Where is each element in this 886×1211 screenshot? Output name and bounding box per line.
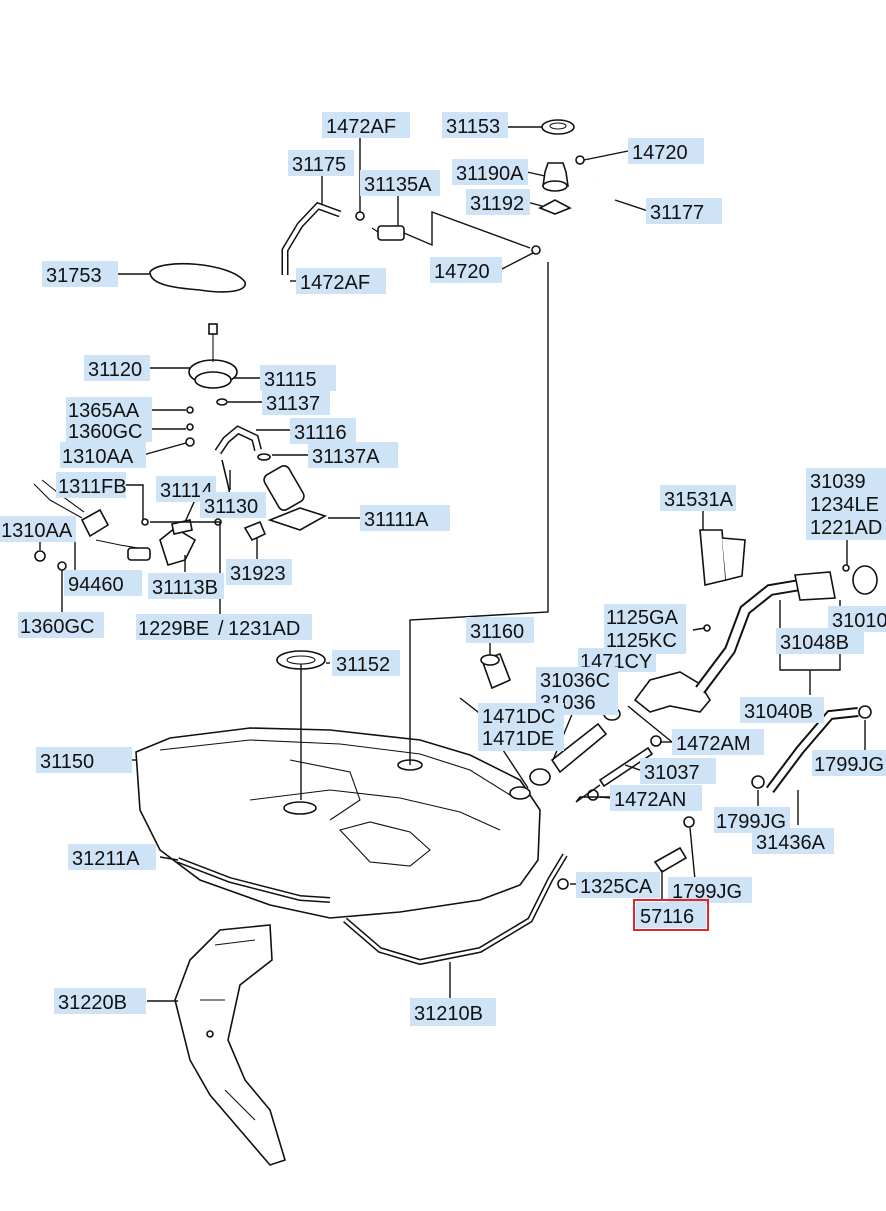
- part-label-1472AN: 1472AN: [614, 789, 686, 811]
- part-label-1360GC: 1360GC: [68, 421, 143, 443]
- part-label-31116: 31116: [294, 422, 347, 444]
- part-label-31120: 31120: [88, 359, 142, 381]
- part-label-31115: 31115: [264, 369, 317, 391]
- part-label-31160: 31160: [470, 621, 524, 643]
- part-label-31177: 31177: [650, 202, 704, 224]
- part-label-1472AF: 1472AF: [326, 116, 396, 138]
- part-label-separator: /: [218, 618, 224, 640]
- part-label-1799JG: 1799JG: [814, 754, 884, 776]
- part-label-31192: 31192: [470, 193, 524, 215]
- part-label-1229BE: 1229BE: [138, 618, 209, 640]
- part-label-14720: 14720: [632, 142, 688, 164]
- part-labels: 1472AF 31153 31175 31135A 31190A 14720 3…: [0, 112, 886, 1026]
- part-label-31175: 31175: [292, 154, 346, 176]
- part-label-1471DE: 1471DE: [482, 728, 554, 750]
- part-label-31150: 31150: [40, 751, 94, 773]
- part-label-31039: 31039: [810, 471, 866, 493]
- part-label-31190A: 31190A: [456, 163, 524, 185]
- part-label-31753: 31753: [46, 265, 102, 287]
- part-label-31113B: 31113B: [152, 577, 218, 599]
- part-drawings: [33, 119, 878, 1166]
- highlight-box: [633, 899, 709, 931]
- part-label-1234LE: 1234LE: [810, 494, 879, 516]
- part-label-31130: 31130: [204, 496, 258, 518]
- part-label-1125KC: 1125KC: [606, 630, 677, 652]
- part-label-31010: 31010: [832, 610, 886, 632]
- part-label-31210B: 31210B: [414, 1003, 483, 1025]
- part-label-31040B: 31040B: [744, 701, 813, 723]
- part-label-1231AD: 1231AD: [228, 618, 300, 640]
- part-label-1360GC-2: 1360GC: [20, 616, 95, 638]
- part-label-1311FB: 1311FB: [58, 476, 127, 498]
- part-label-94460: 94460: [68, 574, 124, 596]
- part-label-31436A: 31436A: [756, 832, 826, 854]
- part-label-31211A: 31211A: [72, 848, 140, 870]
- part-label-31531A: 31531A: [664, 489, 734, 511]
- part-label-31220B: 31220B: [58, 992, 127, 1014]
- part-label-1310AA: 1310AA: [62, 446, 134, 468]
- part-label-31037: 31037: [644, 762, 700, 784]
- part-label-14720-2: 14720: [434, 261, 490, 283]
- part-label-1221AD: 1221AD: [810, 517, 882, 539]
- part-label-1471DC: 1471DC: [482, 706, 555, 728]
- part-label-57116: 57116: [640, 906, 694, 928]
- part-label-1125GA: 1125GA: [606, 607, 679, 629]
- part-label-31135A: 31135A: [364, 174, 432, 196]
- part-label-1325CA: 1325CA: [580, 876, 653, 898]
- part-label-31036C: 31036C: [540, 670, 610, 692]
- part-label-1310AA-2: 1310AA: [1, 520, 73, 542]
- part-label-31114: 31114: [160, 480, 213, 502]
- part-label-1365AA: 1365AA: [68, 400, 140, 422]
- part-label-31048B: 31048B: [780, 632, 849, 654]
- part-label-1799JG-2: 1799JG: [716, 811, 786, 833]
- part-label-1799JG-3: 1799JG: [672, 881, 742, 903]
- label-bg: [322, 112, 410, 138]
- part-label-31137: 31137: [266, 393, 320, 415]
- part-label-31153: 31153: [446, 116, 500, 138]
- part-label-1472AF-2: 1472AF: [300, 272, 370, 294]
- part-label-31152: 31152: [336, 654, 390, 676]
- part-label-31111A: 31111A: [364, 509, 429, 531]
- part-label-1472AM: 1472AM: [676, 733, 751, 755]
- part-label-31137A: 31137A: [312, 446, 380, 468]
- part-label-31923: 31923: [230, 563, 286, 585]
